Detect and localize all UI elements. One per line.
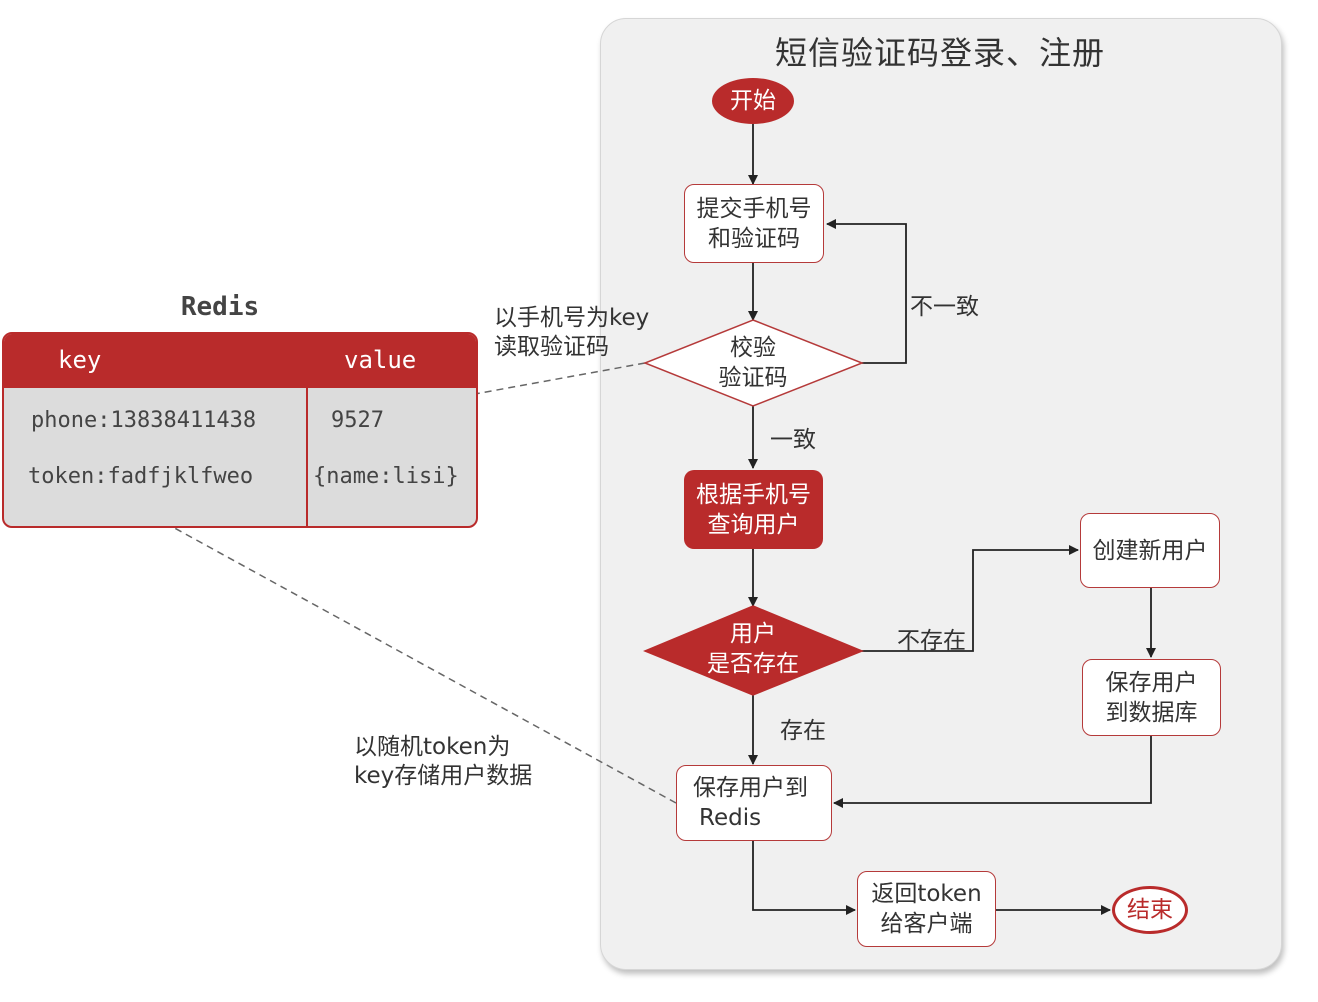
query-line-2: 查询用户 (707, 511, 800, 538)
create-user-node: 创建新用户 (1080, 513, 1220, 588)
submit-node: 提交手机号 和验证码 (684, 184, 824, 263)
flowchart-title: 短信验证码登录、注册 (774, 34, 1105, 72)
return-token-line-1: 返回token (871, 881, 982, 907)
edge-read-code-dashed (419, 362, 646, 408)
exists-node: 用户 是否存在 (680, 616, 826, 682)
redis-row-2-value: {name:lisi} (313, 464, 459, 489)
note-store-line-2: key存储用户数据 (354, 763, 533, 789)
verify-line-1: 校验 (730, 335, 776, 361)
query-node: 根据手机号 查询用户 (684, 470, 823, 549)
create-user-label: 创建新用户 (1092, 537, 1208, 564)
redis-table: key value phone:13838411438 9527 token:f… (2, 332, 478, 528)
submit-line-1: 提交手机号 (696, 195, 812, 222)
end-label: 结束 (1127, 897, 1173, 923)
edge-savedb-saveredis (833, 736, 1152, 808)
note-store-token: 以随机token为 key存储用户数据 (354, 733, 532, 791)
edge-label-not-exist: 不存在 (897, 628, 966, 654)
note-read-code: 以手机号为key 读取验证码 (494, 304, 649, 362)
note-store-line-1: 以随机token为 (354, 734, 511, 760)
redis-row-1-key: phone:13838411438 (31, 408, 257, 433)
save-redis-line-2: Redis (699, 805, 762, 831)
start-label: 开始 (730, 88, 776, 114)
exists-diamond (643, 605, 864, 696)
exists-line-2: 是否存在 (707, 651, 799, 677)
edge-verify-mismatch (826, 219, 907, 364)
edge-label-exist: 存在 (780, 718, 826, 744)
note-read-line-1: 以手机号为key (494, 305, 650, 331)
submit-line-2: 和验证码 (708, 225, 800, 252)
query-line-1: 根据手机号 (696, 481, 811, 508)
edge-label-match: 一致 (770, 427, 816, 453)
verify-diamond (642, 319, 865, 407)
redis-title: Redis (180, 292, 260, 322)
redis-header-value: value (344, 346, 417, 374)
edge-label-mismatch: 不一致 (910, 294, 979, 320)
return-token-node: 返回token 给客户端 (857, 871, 996, 947)
end-node: 结束 (1112, 886, 1188, 934)
verify-line-2: 验证码 (718, 365, 788, 391)
redis-row-1-value: 9527 (331, 408, 384, 433)
save-db-node: 保存用户 到数据库 (1082, 659, 1221, 736)
save-redis-line-1: 保存用户到 (693, 775, 808, 801)
redis-header-key: key (58, 346, 102, 374)
edge-exists-create (862, 545, 1079, 652)
return-token-line-2: 给客户端 (880, 911, 973, 937)
redis-row-2-key: token:fadfjklfweo (28, 464, 254, 489)
exists-line-1: 用户 (730, 621, 776, 647)
redis-column-divider (306, 388, 308, 526)
redis-table-header (4, 334, 476, 388)
note-read-line-2: 读取验证码 (494, 334, 609, 360)
start-node: 开始 (712, 78, 794, 124)
save-redis-node: 保存用户到 Redis (676, 765, 832, 841)
save-db-line-1: 保存用户 (1105, 669, 1198, 696)
edge-store-token-dashed (137, 507, 677, 804)
edge-saveredis-return (752, 841, 856, 915)
verify-node: 校验 验证码 (680, 330, 826, 396)
save-db-line-2: 到数据库 (1105, 699, 1198, 726)
